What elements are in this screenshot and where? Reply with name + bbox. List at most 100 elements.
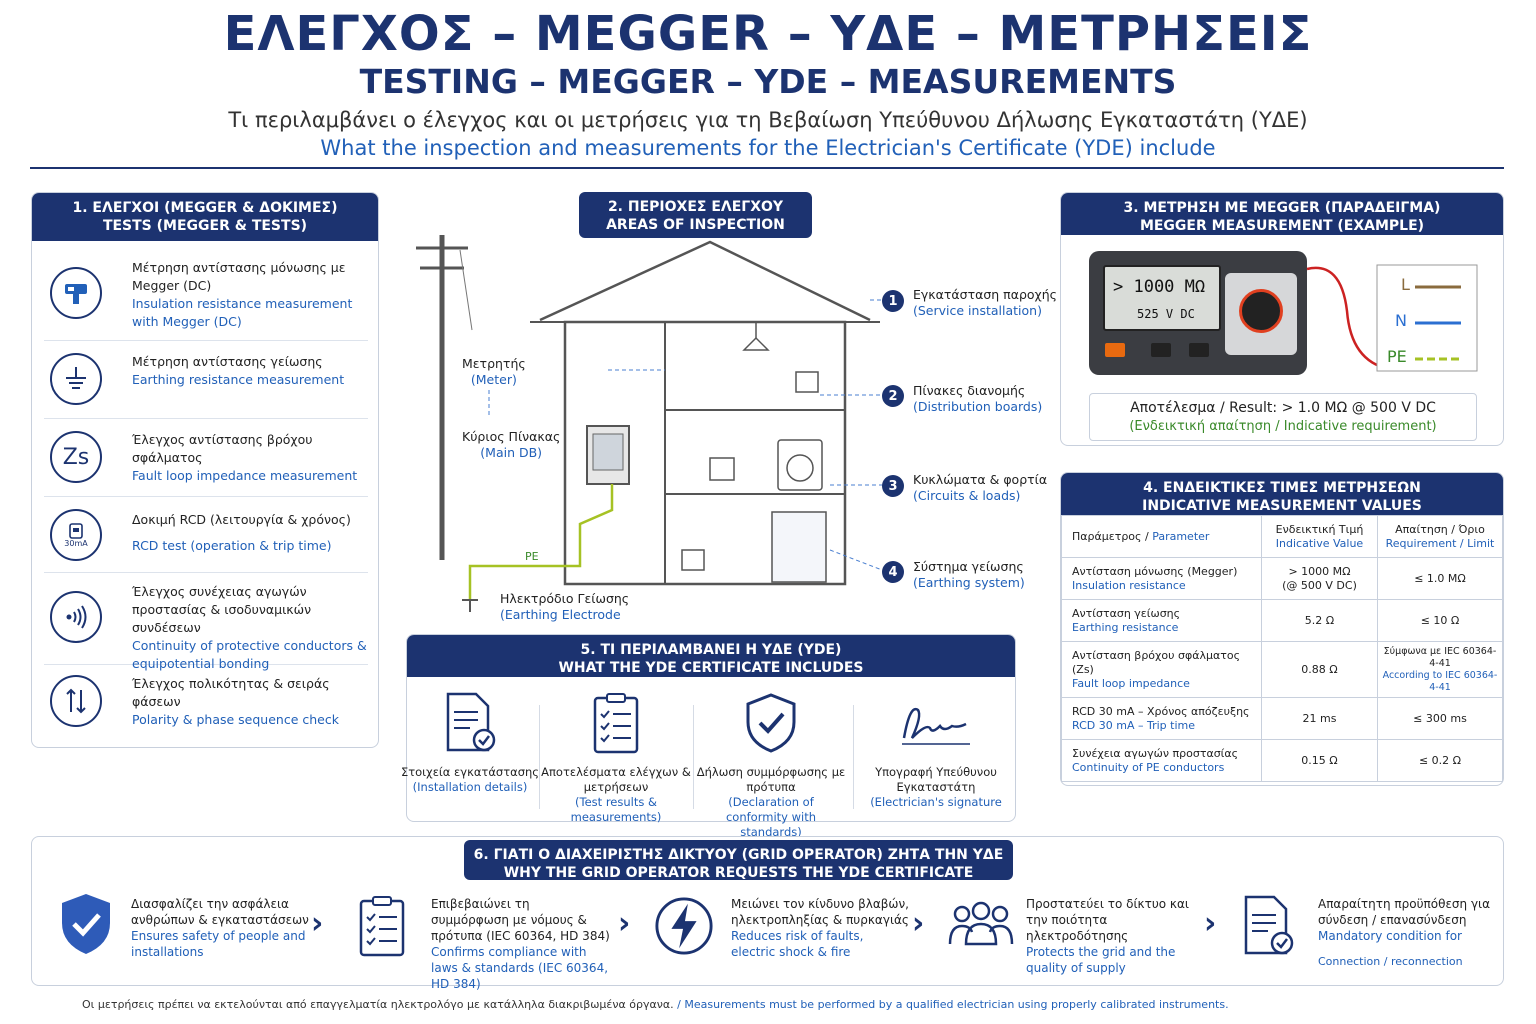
row-limit-en: According to IEC 60364-4-41	[1382, 669, 1498, 693]
yde-item-label-en: (Installation details)	[412, 780, 528, 794]
yde-item-declaration: Δήλωση συμμόρφωσης με πρότυπα (Declarati…	[696, 689, 846, 840]
page-title: ΕΛΕΓΧΟΣ – MEGGER – ΥΔΕ – ΜΕΤΡΗΣΕΙΣ	[223, 6, 1313, 62]
chevron-right-icon: ›	[912, 906, 925, 941]
yde-item-label-gr: Δήλωση συμμόρφωσης με πρότυπα	[696, 765, 846, 794]
tests-panel: 1. ΕΛΕΓΧΟΙ (MEGGER & ΔΟΚΙΜΕΣ) TESTS (MEG…	[31, 192, 379, 748]
row-limit: ≤ 300 ms	[1413, 711, 1467, 725]
row-limit: ≤ 1.0 MΩ	[1414, 571, 1466, 585]
result-label: Αποτέλεσμα / Result:	[1130, 400, 1278, 416]
document-check-icon	[1238, 894, 1298, 958]
footer-note-gr: Οι μετρήσεις πρέπει να εκτελούνται από ε…	[82, 998, 674, 1011]
shield-check-icon	[56, 892, 116, 956]
row-param-en: RCD 30 mA – Trip time	[1072, 718, 1195, 732]
tests-header-en: TESTS (MEGGER & TESTS)	[102, 218, 308, 234]
area-badge: 3	[882, 475, 904, 497]
test-item-earthing: Μέτρηση αντίστασης γείωσης Earthing resi…	[44, 341, 368, 419]
result-requirement: (Ενδεικτική απαίτηση / Indicative requir…	[1129, 419, 1437, 434]
why-item-label-en-extra: Connection / reconnection	[1318, 955, 1463, 968]
meter-label-en: (Meter)	[470, 372, 517, 387]
main-board-label-en: (Main DB)	[480, 445, 543, 460]
row-param-en: Insulation resistance	[1072, 578, 1186, 592]
test-item-fault-loop: Zs Έλεγχος αντίστασης βρόχου σφάλματος F…	[44, 419, 368, 497]
megger-result-box: Αποτέλεσμα / Result: > 1.0 MΩ @ 500 V DC…	[1089, 393, 1477, 441]
yde-divider	[693, 705, 694, 809]
megger-dial-icon[interactable]	[1239, 289, 1283, 333]
header-limit-en: Requirement / Limit	[1385, 536, 1495, 550]
people-group-icon	[946, 892, 1016, 956]
why-item-label-gr: Προστατεύει το δίκτυο και την ποιότητα η…	[1026, 897, 1189, 943]
why-header-en: WHY THE GRID OPERATOR REQUESTS THE YDE C…	[503, 865, 974, 881]
test-label-gr: Έλεγχος συνέχειας αγωγών προστασίας & ισ…	[132, 584, 312, 635]
main-board-label-gr: Κύριος Πίνακας	[462, 429, 561, 444]
yde-header-gr: 5. ΤΙ ΠΕΡΙΛΑΜΒΑΝΕΙ Η ΥΔΕ (YDE)	[580, 642, 842, 658]
megger-button[interactable]	[1151, 343, 1171, 357]
test-item-polarity: Έλεγχος πολικότητας & σειράς φάσεων Pola…	[44, 665, 368, 743]
area-label-en: (Circuits & loads)	[913, 488, 1021, 503]
test-label-gr: Έλεγχος αντίστασης βρόχου σφάλματος	[132, 432, 313, 465]
values-panel: 4. ΕΝΔΕΙΚΤΙΚΕΣ ΤΙΜΕΣ ΜΕΤΡΗΣΕΩΝ INDICATIV…	[1060, 472, 1504, 786]
area-label-gr: Κυκλώματα & φορτία	[913, 472, 1048, 487]
test-item-rcd: 30mA Δοκιμή RCD (λειτουργία & χρόνος) RC…	[44, 497, 368, 573]
test-label-gr: Μέτρηση αντίστασης μόνωσης με Megger (DC…	[132, 260, 346, 293]
row-limit: Σύμφωνα με IEC 60364-4-41	[1383, 645, 1497, 669]
row-value-note: (@ 500 V DC)	[1282, 578, 1357, 592]
values-header-en: INDICATIVE MEASUREMENT VALUES	[1142, 498, 1422, 514]
earth-icon	[50, 353, 102, 405]
yde-item-results: Αποτελέσματα ελέγχων & μετρήσεων (Test r…	[541, 689, 691, 825]
document-check-icon	[395, 689, 545, 757]
test-label-en: Continuity of protective conductors & eq…	[132, 638, 367, 671]
zs-icon: Zs	[50, 431, 102, 483]
electrode-label-gr: Ηλεκτρόδιο Γείωσης	[500, 591, 630, 606]
area-label-en: (Distribution boards)	[913, 399, 1043, 414]
lightning-icon	[654, 894, 714, 958]
yde-item-label-gr: Αποτελέσματα ελέγχων & μετρήσεων	[541, 765, 691, 794]
area-badge: 1	[882, 290, 904, 312]
why-item-label-en: Mandatory condition for	[1318, 929, 1462, 943]
megger-panel-header: 3. ΜΕΤΡΗΣΗ ΜΕ MEGGER (ΠΑΡΑΔΕΙΓΜΑ) MEGGER…	[1061, 193, 1503, 235]
megger-test-button[interactable]	[1105, 343, 1125, 357]
table-cell-value: 21 ms	[1261, 697, 1378, 740]
table-cell-value: 5.2 Ω	[1261, 599, 1378, 642]
megger-display-voltage: 525 V DC	[1137, 307, 1195, 321]
line-pe-label: PE	[1387, 347, 1407, 366]
row-limit: ≤ 0.2 Ω	[1418, 753, 1462, 767]
megger-header-gr: 3. ΜΕΤΡΗΣΗ ΜΕ MEGGER (ΠΑΡΑΔΕΙΓΜΑ)	[1123, 200, 1441, 216]
why-item-label-en: Protects the grid and the quality of sup…	[1026, 945, 1176, 975]
rcd-icon-label: 30mA	[64, 538, 88, 548]
footer-note: Οι μετρήσεις πρέπει να εκτελούνται από ε…	[82, 998, 1229, 1011]
clipboard-checklist-icon	[541, 689, 691, 757]
row-param-en: Earthing resistance	[1072, 620, 1179, 634]
row-param-gr: Συνέχεια αγωγών προστασίας	[1072, 746, 1239, 760]
page-subtitle-english: What the inspection and measurements for…	[320, 136, 1216, 160]
why-item-grid: Προστατεύει το δίκτυο και την ποιότητα η…	[1026, 896, 1206, 976]
row-value: 0.15 Ω	[1301, 753, 1338, 767]
area-label-earthing: Σύστημα γείωσης (Earthing system)	[913, 559, 1025, 591]
why-item-label-gr: Διασφαλίζει την ασφάλεια ανθρώπων & εγκα…	[131, 897, 309, 927]
megger-display-value: > 1000 MΩ	[1113, 277, 1206, 297]
test-label-en: Earthing resistance measurement	[132, 372, 345, 387]
table-cell-parameter: Αντίσταση μόνωσης (Megger)Insulation res…	[1061, 557, 1262, 600]
signature-icon	[861, 689, 1011, 757]
why-item-risk: Μειώνει τον κίνδυνο βλαβών, ηλεκτροπληξί…	[731, 896, 911, 960]
test-label-gr: Μέτρηση αντίστασης γείωσης	[132, 354, 323, 369]
earth-electrode-label: Ηλεκτρόδιο Γείωσης (Earthing Electrode	[500, 591, 629, 623]
area-badge: 4	[882, 561, 904, 583]
test-label-en: Polarity & phase sequence check	[132, 712, 339, 727]
table-cell-parameter: Αντίσταση βρόχου σφάλματος (Zs)Fault loo…	[1061, 641, 1262, 698]
megger-icon	[50, 267, 102, 319]
test-label-gr: Έλεγχος πολικότητας & σειράς φάσεων	[132, 676, 330, 709]
yde-panel: 5. ΤΙ ΠΕΡΙΛΑΜΒΑΝΕΙ Η ΥΔΕ (YDE) WHAT THE …	[401, 634, 1016, 839]
chevron-right-icon: ›	[1204, 906, 1217, 941]
megger-button[interactable]	[1189, 343, 1209, 357]
megger-dial-area	[1225, 273, 1297, 355]
areas-panel-header: 2. ΠΕΡΙΟΧΕΣ ΕΛΕΓΧΟΥ AREAS OF INSPECTION	[579, 192, 812, 238]
test-label-gr: Δοκιμή RCD (λειτουργία & χρόνος)	[132, 512, 351, 527]
line-n-label: N	[1395, 311, 1407, 330]
table-cell-limit: ≤ 10 Ω	[1377, 599, 1503, 642]
why-item-label-gr: Επιβεβαιώνει τη συμμόρφωση με νόμους & π…	[431, 897, 610, 943]
polarity-icon	[50, 675, 102, 727]
